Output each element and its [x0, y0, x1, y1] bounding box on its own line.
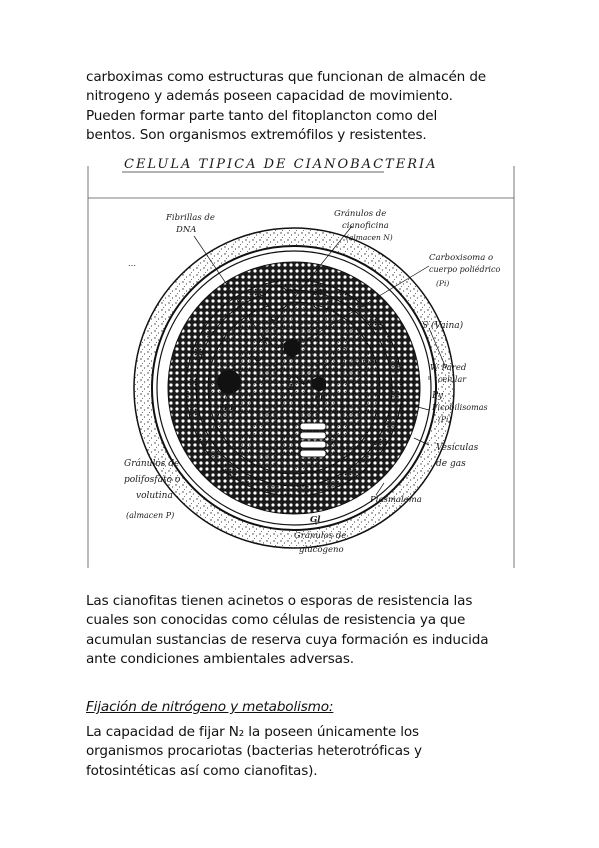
label-pared-line1: W Pared — [430, 363, 467, 373]
label-fibrillas-line2: DNA — [175, 225, 196, 235]
label-vaina: S (Vaina) — [422, 320, 464, 331]
label-polifosfato-line4: (almacen P) — [126, 511, 174, 520]
paragraph-intro: carboximas como estructuras que funciona… — [86, 68, 526, 145]
diagram-title: CELULA TIPICA DE CIANOBACTERIA — [124, 157, 438, 172]
gas-vesicles — [299, 422, 327, 458]
label-gl: Gl — [310, 515, 321, 525]
label-carboxisoma-line3: (Pi) — [436, 279, 449, 288]
label-vesiculas-line2: de gas — [436, 459, 466, 469]
label-fibrillas-line1: Fibrillas de — [165, 213, 215, 223]
cyanophycin-granule — [264, 285, 290, 311]
label-cianoficina-line3: (almacen N) — [346, 233, 393, 242]
dna-fibrils — [253, 337, 310, 385]
text-line: nitrogeno y además poseen capacidad de m… — [86, 88, 453, 105]
text-line: fotosintéticas así como cianofitas). — [86, 762, 318, 779]
label-ribosomas-r: R — [339, 347, 347, 357]
text-line: acumulan sustancias de reserva cuya form… — [86, 631, 489, 648]
text-line: carboximas como estructuras que funciona… — [86, 69, 487, 85]
text-line: bentos. Son organismos extremófilos y re… — [86, 126, 427, 143]
label-polifosfato-line2: polifosfato o — [124, 475, 181, 485]
label-cianoficina-line2: cianoficina — [342, 221, 389, 231]
paragraph-fijacion: La capacidad de fijar N₂ la poseen única… — [86, 723, 526, 781]
text-line: Las cianofitas tienen acinetos o esporas… — [86, 593, 473, 609]
label-sc: SC — [270, 315, 283, 325]
label-g: G — [327, 437, 334, 447]
polyhedral-body — [312, 376, 326, 392]
cytoplasm — [207, 301, 381, 475]
label-pared-line2: celular — [438, 375, 467, 384]
text-line: La capacidad de fijar N₂ la poseen única… — [86, 724, 419, 740]
label-cianoficina-line1: Gránulos de — [334, 208, 386, 219]
carboxysome — [284, 338, 300, 358]
section-heading: Fijación de nitrógeno y metabolismo: — [86, 699, 334, 715]
paragraph-acinetos: Las cianofitas tienen acinetos o esporas… — [86, 592, 526, 669]
text-line: Pueden formar parte tanto del fitoplanct… — [86, 107, 438, 124]
label-plasmalema: Plasmalema — [369, 495, 422, 505]
ribosome-cluster — [311, 289, 333, 311]
label-pb: PB — [223, 402, 237, 412]
label-ph: Ph — [313, 393, 326, 403]
polyphosphate-granule — [217, 370, 241, 394]
label-glucogeno-line2: glucógeno — [299, 544, 344, 555]
label-vesiculas-line1: Vesículas — [436, 442, 479, 453]
text-line: cuales son conocidas como células de res… — [86, 612, 466, 629]
stray-mark: … — [128, 259, 136, 268]
label-ribosomas: ribosomas — [340, 358, 377, 366]
text-line: ante condiciones ambientales adversas. — [86, 650, 354, 667]
label-glucogeno-line1: Gránulos de — [294, 530, 346, 541]
label-ficobilisomas-line1: Ficobilisomas — [431, 403, 488, 412]
text-line: organismos procariotas (bacterias hetero… — [86, 743, 422, 760]
label-polifosfato-line1: Gránulos de — [124, 458, 179, 469]
label-ficobilisomas-line2: (Pi) — [438, 415, 451, 424]
label-py: Py — [431, 391, 444, 401]
label-polifosfato-line3: volutina — [136, 491, 173, 501]
cyanobacteria-cell-diagram: CELULA TIPICA DE CIANOBACTERIA SC PB Ph … — [84, 148, 520, 568]
label-d: D — [288, 382, 296, 392]
label-carboxisoma-line2: cuerpo poliédrico — [429, 265, 500, 274]
label-carboxisoma-line1: Carboxisoma o — [429, 253, 493, 263]
